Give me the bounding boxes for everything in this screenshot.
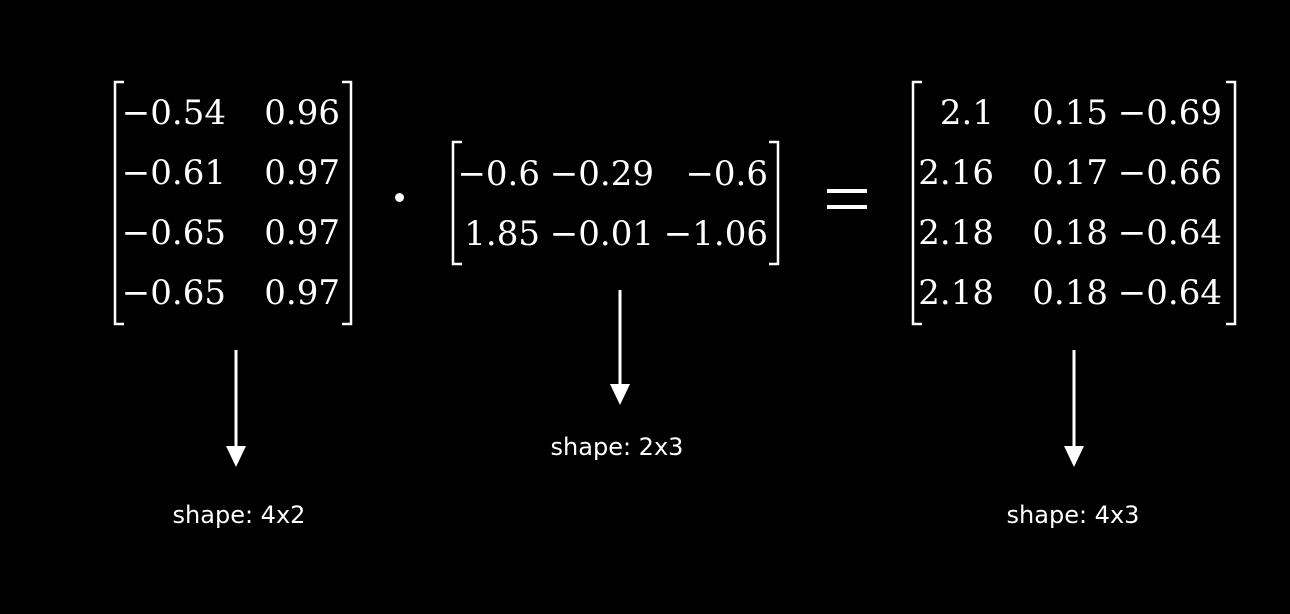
matrix-a-cell: −0.54 — [121, 93, 226, 133]
matrix-a-cell: 0.97 — [264, 153, 340, 193]
matrix-c-cell: 2.16 — [918, 153, 994, 193]
matrix-a-cell: 0.97 — [264, 213, 340, 253]
matrix-a-cell: 0.96 — [264, 93, 340, 133]
matrix-b-cell: −0.6 — [457, 154, 540, 194]
matrix-a-shape-label: shape: 4x2 — [172, 501, 306, 529]
matrix-b-cell: −1.06 — [663, 214, 768, 254]
matrix-a-cell: −0.61 — [121, 153, 226, 193]
matrix-c-cell: 0.18 — [1032, 213, 1108, 253]
matrix-c-cell: 0.18 — [1032, 273, 1108, 313]
matrix-c-cell: −0.64 — [1117, 273, 1222, 313]
matrix-b-brackets — [451, 140, 780, 266]
matrix-c-brackets — [911, 80, 1237, 326]
matrix-b-cell: −0.29 — [549, 154, 654, 194]
matrix-c-cell: −0.64 — [1117, 213, 1222, 253]
matrix-c-shape-label: shape: 4x3 — [1006, 501, 1140, 529]
matrix-b: −0.6 −0.29 −0.6 1.85 −0.01 −1.06 — [450, 140, 784, 266]
matrix-c-cell: 0.15 — [1032, 93, 1108, 133]
matrix-a-cell: −0.65 — [121, 273, 226, 313]
matrix-c: 2.1 0.15 −0.69 2.16 0.17 −0.66 2.18 0.18… — [910, 80, 1240, 326]
matrix-b-cell: −0.01 — [549, 214, 654, 254]
matrix-a-shape-arrow — [226, 350, 246, 467]
matrix-c-cell: −0.69 — [1117, 93, 1222, 133]
matrix-c-shape-arrow — [1064, 350, 1084, 467]
matrix-a: −0.54 0.96 −0.61 0.97 −0.65 0.97 −0.65 0… — [112, 80, 356, 326]
matrix-c-cell: 2.1 — [939, 93, 994, 133]
matrix-a-brackets — [113, 80, 353, 326]
matrix-c-cell: −0.66 — [1117, 153, 1222, 193]
matrix-b-shape-label: shape: 2x3 — [550, 433, 684, 461]
matrix-b-shape-arrow — [610, 290, 630, 405]
matrix-c-cell: 0.17 — [1032, 153, 1108, 193]
matrix-b-cell: −0.6 — [685, 154, 768, 194]
matrix-a-cell: 0.97 — [264, 273, 340, 313]
matrix-c-cell: 2.18 — [918, 273, 994, 313]
multiplication-dot-operator — [395, 193, 404, 202]
matrix-c-cell: 2.18 — [918, 213, 994, 253]
matrix-b-cell: 1.85 — [464, 214, 540, 254]
equals-operator — [827, 185, 867, 215]
matrix-a-cell: −0.65 — [121, 213, 226, 253]
